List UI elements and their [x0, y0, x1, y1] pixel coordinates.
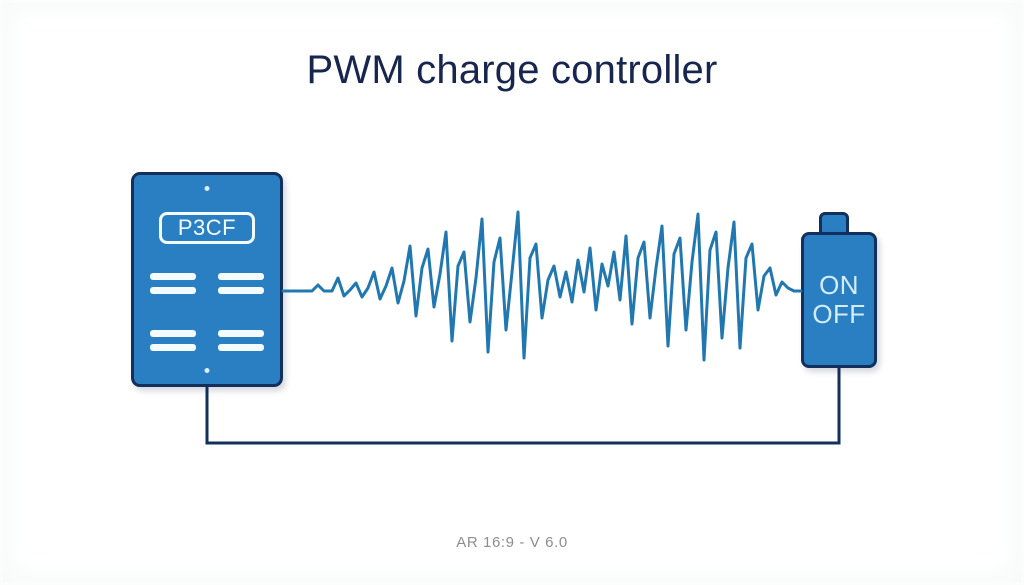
terminal-bar [150, 344, 196, 351]
return-wire [205, 366, 841, 445]
page-title: PWM charge controller [306, 48, 718, 92]
screw-top-icon [204, 186, 210, 191]
model-badge-label: P3CF [177, 215, 237, 240]
terminal-group-2[interactable] [218, 273, 264, 294]
terminal-group-3[interactable] [150, 330, 196, 351]
pwm-waveform-line [281, 210, 803, 362]
controller-panel[interactable]: P3CF [131, 172, 283, 387]
battery-state-on-label: ON [819, 270, 859, 301]
terminal-bar [150, 273, 196, 280]
battery-state-off-label: OFF [812, 299, 866, 329]
terminal-grid [150, 273, 264, 351]
terminal-bar [218, 273, 264, 280]
screw-bottom-icon [204, 368, 210, 373]
terminal-bar [150, 287, 196, 294]
terminal-bar [218, 287, 264, 294]
footer-note: AR 16:9 - V 6.0 [456, 534, 568, 551]
terminal-group-4[interactable] [218, 330, 264, 351]
terminal-bar [218, 344, 264, 351]
terminal-bar [218, 330, 264, 337]
terminal-bar [150, 330, 196, 337]
model-badge: P3CF [159, 212, 255, 244]
terminal-group-1[interactable] [150, 273, 196, 294]
